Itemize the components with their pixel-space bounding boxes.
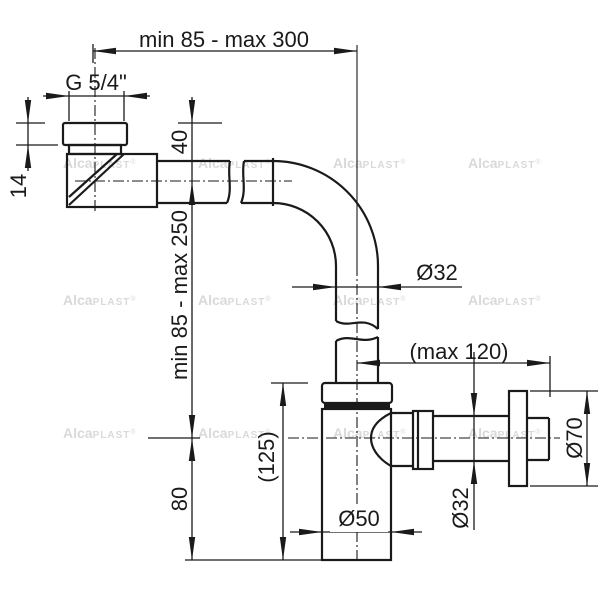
elbow-seam-line2 <box>68 153 118 198</box>
brand-watermark: AlcaPLAST® <box>198 155 271 171</box>
pipe-break-top <box>335 320 379 330</box>
centerlines <box>75 48 560 562</box>
dimension-arrows <box>24 47 591 560</box>
dimension-lines <box>16 44 598 561</box>
brand-watermark: AlcaPLAST® <box>198 292 271 308</box>
brand-watermark: AlcaPLAST® <box>333 425 406 441</box>
dim-flange-diameter-label: Ø70 <box>562 417 587 459</box>
dim-outlet-diameter-label: Ø32 <box>448 487 473 529</box>
bend-inner-arc <box>272 201 338 267</box>
inlet-fitting <box>61 121 159 209</box>
pipe-break-right <box>239 160 246 204</box>
dim-thread-label: G 5/4" <box>65 70 127 95</box>
dim-vertical-span-label: min 85 - max 250 <box>167 210 192 380</box>
brand-watermark: AlcaPLAST® <box>63 425 136 441</box>
dim-cup-diameter-label: Ø50 <box>330 506 388 532</box>
brand-watermark: AlcaPLAST® <box>333 292 406 308</box>
brand-watermark: AlcaPLAST® <box>468 155 541 171</box>
horizontal-pipe <box>157 158 275 206</box>
elbow-seam-line <box>68 153 125 206</box>
outlet-elbow-bulge <box>369 412 392 467</box>
dim-pipe-diameter-mid-label: Ø32 <box>416 260 458 285</box>
elbow-bend <box>272 159 380 267</box>
dim-nut-height-label: 14 <box>6 173 31 199</box>
dim-body-height-label: (125) <box>254 431 279 483</box>
dim-outlet-height-label: 80 <box>167 486 192 512</box>
dim-inlet-offset-label: 40 <box>167 129 192 155</box>
vertical-pipe <box>334 266 380 383</box>
dim-top-span-label: min 85 - max 300 <box>139 27 309 52</box>
brand-watermark: AlcaPLAST® <box>63 292 136 308</box>
brand-watermark: AlcaPLAST® <box>198 425 271 441</box>
outlet-nut <box>411 409 435 471</box>
brand-watermark: AlcaPLAST® <box>333 155 406 171</box>
brand-watermark: AlcaPLAST® <box>468 425 541 441</box>
pipe-break-left <box>225 160 232 204</box>
dim-wall-distance-label: (max 120) <box>409 339 509 364</box>
pipe-break-bottom <box>335 335 379 342</box>
brand-watermark: AlcaPLAST® <box>468 292 541 308</box>
bend-outer-arc <box>272 159 380 267</box>
